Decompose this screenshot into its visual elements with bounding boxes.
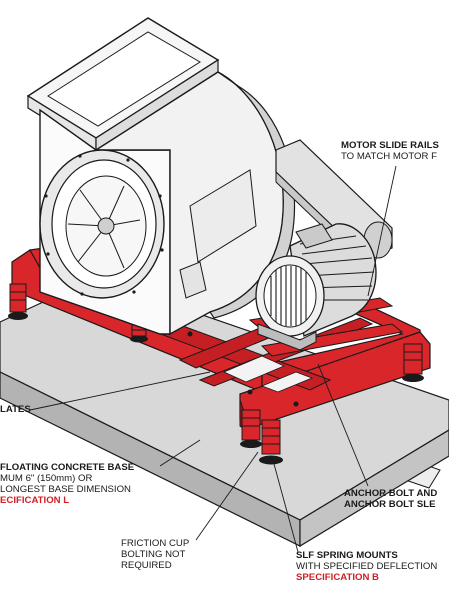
spring-mounts-spec: SPECIFICATION B (296, 572, 379, 583)
spring-mounts (8, 283, 424, 465)
callout-friction-cup: FRICTION CUP BOLTING NOT REQUIRED (121, 538, 189, 571)
spring-mount-left (8, 283, 28, 320)
friction-cup-line-2: BOLTING NOT (121, 549, 186, 560)
motor-rails-title: MOTOR SLIDE RAILS (341, 140, 439, 151)
friction-cup-line-3: REQUIRED (121, 560, 172, 571)
spring-mounts-title: SLF SPRING MOUNTS (296, 550, 398, 561)
motor-rails-note: TO MATCH MOTOR F (341, 151, 437, 162)
spring-mount-front (240, 409, 262, 448)
callout-plates: LATES (0, 404, 31, 415)
callout-concrete-base: FLOATING CONCRETE BASE MUM 6" (150mm) OR… (0, 462, 134, 506)
callout-motor-slide-rails: MOTOR SLIDE RAILS TO MATCH MOTOR F (341, 140, 439, 162)
spring-mount-right (402, 343, 424, 382)
callout-anchor-bolt: ANCHOR BOLT AND ANCHOR BOLT SLE (344, 488, 437, 510)
spring-mount-front-right (259, 419, 283, 465)
concrete-base-note-2: LONGEST BASE DIMENSION (0, 484, 131, 495)
friction-cup-line-1: FRICTION CUP (121, 538, 190, 549)
centrifugal-fan (26, 17, 296, 336)
callout-spring-mounts: SLF SPRING MOUNTS WITH SPECIFIED DEFLECT… (296, 550, 437, 583)
concrete-base (0, 277, 449, 548)
concrete-base-title: FLOATING CONCRETE BASE (0, 462, 135, 473)
anchor-bolt-title-2: ANCHOR BOLT SLE (344, 499, 436, 510)
plates-title: LATES (0, 404, 31, 415)
spring-mounts-note: WITH SPECIFIED DEFLECTION (296, 561, 438, 572)
anchor-bolt-title-1: ANCHOR BOLT AND (344, 488, 438, 499)
concrete-base-spec: ECIFICATION L (0, 495, 70, 506)
concrete-base-note-1: MUM 6" (150mm) OR (0, 473, 93, 484)
leader-lines (29, 165, 397, 553)
electric-motor (255, 223, 377, 351)
